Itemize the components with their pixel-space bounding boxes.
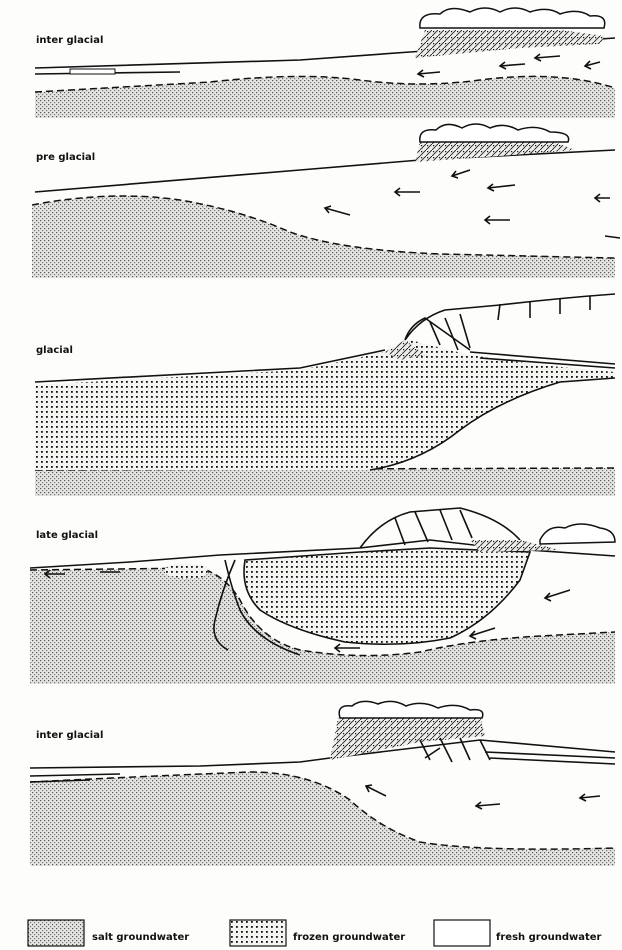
- crevasse-line: [420, 738, 490, 762]
- flow-arrow: [470, 628, 495, 639]
- panel-label: late glacial: [36, 530, 98, 541]
- panel-label: pre glacial: [36, 152, 95, 163]
- ice-sheet: [415, 140, 575, 162]
- ice-sheet: [415, 30, 605, 58]
- flow-arrow: [335, 644, 360, 652]
- ice-sheet-surface: [405, 294, 615, 340]
- panel-inter-glacial-1: inter glacial: [35, 8, 615, 118]
- flow-arrow: [452, 170, 470, 178]
- sediment-layer: [485, 752, 615, 764]
- legend-item-frozen: frozen groundwater: [230, 920, 405, 946]
- legend-item-salt: salt groundwater: [28, 920, 189, 946]
- salt-groundwater-region: [35, 76, 615, 118]
- frozen-groundwater-region: [35, 340, 615, 470]
- flow-arrow: [395, 188, 420, 196]
- legend: salt groundwater frozen groundwater fres…: [28, 920, 602, 946]
- cloud: [420, 8, 605, 28]
- flow-arrow: [545, 590, 570, 601]
- flow-arrow: [476, 802, 500, 809]
- panel-pre-glacial: pre glacial: [32, 124, 620, 278]
- flow-arrow: [605, 236, 620, 238]
- flow-arrow: [325, 206, 350, 215]
- panel-label: glacial: [36, 345, 73, 356]
- flow-arrow: [595, 194, 610, 202]
- flow-arrow: [585, 61, 600, 69]
- legend-swatch-salt: [28, 920, 84, 946]
- ice-sheet: [330, 716, 485, 760]
- cloud: [420, 124, 569, 142]
- flow-arrow: [500, 62, 525, 69]
- flow-arrow: [488, 184, 515, 191]
- legend-swatch-frozen: [230, 920, 286, 946]
- ground-surface: [35, 150, 615, 192]
- flow-arrow: [535, 54, 560, 61]
- crevasse-line: [430, 314, 470, 350]
- panel-label: inter glacial: [36, 730, 103, 741]
- legend-item-fresh: fresh groundwater: [434, 920, 602, 946]
- legend-label: salt groundwater: [92, 932, 189, 943]
- flow-arrow: [485, 216, 510, 224]
- salt-groundwater-region: [32, 196, 615, 278]
- flow-arrow: [418, 70, 440, 77]
- sea-ice-block: [70, 69, 115, 74]
- panel-glacial: glacial: [35, 294, 615, 496]
- panel-inter-glacial-2: inter glacial: [30, 701, 615, 866]
- panel-label: inter glacial: [36, 35, 103, 46]
- panel-late-glacial: late glacial: [30, 508, 615, 684]
- cloud: [339, 701, 483, 718]
- legend-label: fresh groundwater: [496, 932, 602, 943]
- flow-arrow: [580, 794, 600, 801]
- legend-label: frozen groundwater: [293, 932, 405, 943]
- salt-groundwater-region: [35, 468, 615, 496]
- legend-swatch-fresh: [434, 920, 490, 946]
- ice-remnant: [540, 524, 615, 544]
- flow-arrow: [366, 785, 386, 796]
- salt-groundwater-region: [30, 772, 615, 866]
